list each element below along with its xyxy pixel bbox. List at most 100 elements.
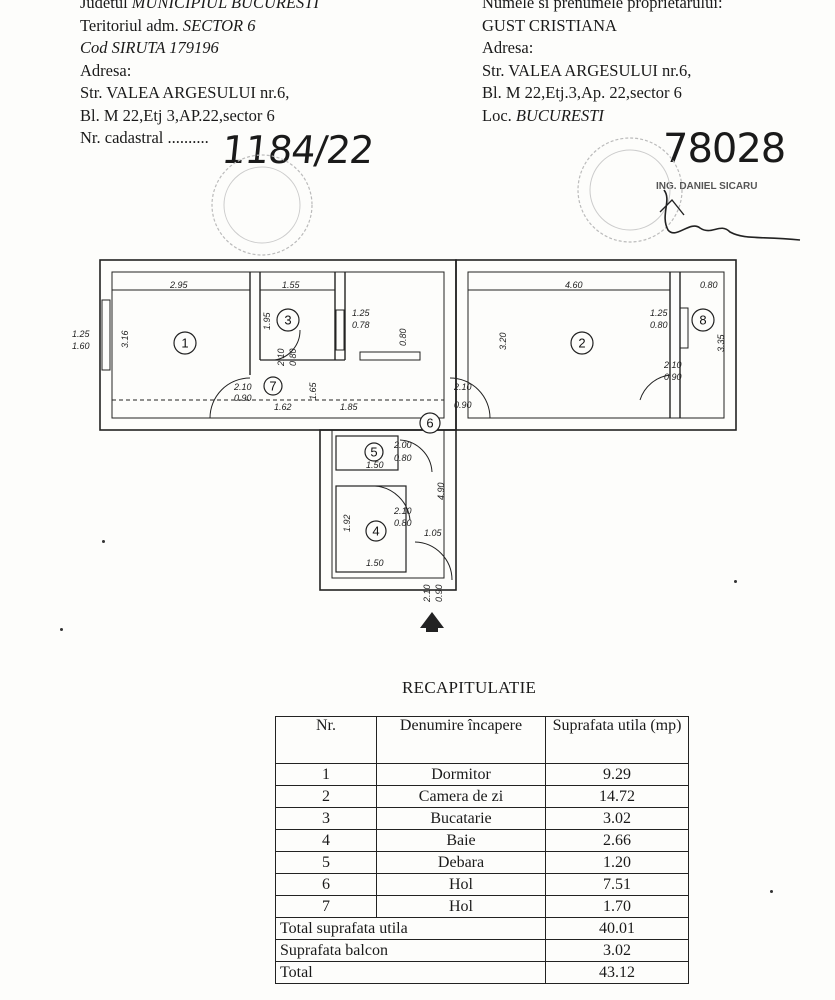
room-2-label: 2: [578, 336, 585, 351]
dim-r2-win-a: 1.25: [650, 308, 669, 318]
dim-r4-width: 1.50: [366, 558, 384, 568]
address-line-1: Str. VALEA ARGESULUI nr.6,: [80, 83, 290, 102]
address-line-2: Bl. M 22,Etj 3,AP.22,sector 6: [80, 105, 275, 125]
balcony-row: Suprafata balcon 3.02: [275, 939, 689, 962]
dim-r5-door-b: 0.80: [394, 453, 412, 463]
dim-r2-width: 4.60: [565, 280, 583, 290]
entry-arrow-icon: [420, 612, 444, 632]
room-5-label: 5: [370, 445, 377, 460]
room-7-label: 7: [269, 379, 276, 394]
dim-r3-width: 1.55: [282, 280, 301, 290]
county-line: Judetul MUNICIPIUL BUCURESTI: [80, 0, 319, 15]
scan-speck: [102, 540, 105, 543]
dim-r2-height: 3.20: [498, 332, 508, 350]
room-3-label: 3: [284, 313, 291, 328]
stamps-signature: [211, 137, 801, 256]
dim-win1-a: 1.25: [72, 329, 91, 339]
address-line-2: Bl. M 22,Etj.3,Ap. 22,sector 6: [482, 83, 682, 102]
total-useful-row: Total suprafata utila 40.01: [275, 917, 689, 940]
dim-r1-width: 2.95: [169, 280, 189, 290]
dim-r7-door-b: 0.90: [234, 393, 252, 403]
stamp-circle-right: [577, 137, 683, 243]
table-row: 3 Bucatarie 3.02: [275, 807, 689, 830]
door-arc-7: [209, 377, 251, 419]
col-nr: Nr.: [275, 716, 377, 764]
table-row: 2 Camera de zi 14.72: [275, 785, 689, 808]
total-row: Total 43.12: [275, 961, 689, 984]
address-label: Adresa:: [80, 60, 132, 80]
dim-r2-door-a: 2.10: [663, 360, 682, 370]
dim-entry-a: 2.10: [422, 584, 432, 603]
stamp-circle-left: [211, 154, 313, 256]
dim-r5-width: 1.50: [366, 460, 384, 470]
dim-r3-win-b: 0.78: [352, 320, 370, 330]
stamp-text: ING. DANIEL SICARU: [656, 181, 758, 192]
dim-r3-win-a: 1.25: [352, 308, 371, 318]
corridor-wall: [319, 429, 457, 591]
address-label: Adresa:: [482, 38, 534, 57]
door-arc-8: [639, 374, 671, 401]
dim-r4-height: 1.92: [342, 514, 352, 532]
cadastral-label: Nr. cadastral ..........: [80, 128, 209, 147]
county-value: MUNICIPIUL BUCURESTI: [131, 0, 319, 12]
dim-r3-door-b: 0.80: [288, 348, 298, 366]
dim-corridor-height: 4.90: [436, 482, 446, 500]
dim-r5-door-a: 2.00: [393, 440, 412, 450]
scan-speck: [60, 628, 63, 631]
dim-r7-door-a: 2.10: [233, 382, 252, 392]
floor-plan: 1 2 3 4 5 6 7 8 2.95 3.16 1.25 1.60 1.55…: [72, 259, 737, 632]
right-wing-outer-wall: [455, 259, 737, 431]
door-arc-2: [449, 377, 491, 419]
dim-hall-top: 0.80: [398, 328, 408, 346]
signature-icon: [663, 189, 801, 241]
locality-line: Loc. BUCURESTI: [482, 105, 604, 125]
scan-speck: [770, 890, 773, 893]
dim-r4-door-b: 0.80: [394, 518, 412, 528]
locality-value: BUCURESTI: [515, 105, 604, 125]
territory-value: SECTOR 6: [182, 15, 256, 35]
recap-table: Nr. Denumire încapere Suprafata utila (m…: [275, 716, 689, 984]
owner-label: Numele si prenumele proprietarului:: [482, 0, 723, 12]
dim-r2-door-b: 0.90: [664, 372, 682, 382]
table-row: 4 Baie 2.66: [275, 829, 689, 852]
door-arc-5: [399, 439, 433, 473]
recap-title: RECAPITULATIE: [402, 678, 537, 697]
table-header-row: Nr. Denumire încapere Suprafata utila (m…: [275, 716, 689, 764]
dim-r7-height: 1.65: [308, 381, 318, 400]
stamp-inner-left: [223, 166, 301, 244]
dim-r6-door-b: 0.90: [454, 400, 472, 410]
door-arc-entry: [414, 541, 453, 581]
dim-r3-door-a: 2.10: [276, 348, 286, 367]
dim-r2-win-b: 0.80: [650, 320, 668, 330]
door-arc-3: [274, 329, 301, 361]
dim-r3-height: 1.95: [262, 311, 272, 330]
dim-entry-b: 0.90: [434, 584, 444, 602]
territory-line: Teritoriul adm. SECTOR 6: [80, 15, 256, 35]
owner-name: GUST CRISTIANA: [482, 15, 617, 35]
door-arc-4: [374, 485, 411, 521]
table-row: 7 Hol 1.70: [275, 895, 689, 918]
siruta-line: Cod SIRUTA 179196: [80, 38, 219, 57]
header-left: Judetul MUNICIPIUL BUCURESTI Teritoriul …: [80, 0, 319, 150]
dim-r6-door-a: 2.10: [453, 382, 472, 392]
table-row: 1 Dormitor 9.29: [275, 763, 689, 786]
header-right: Numele si prenumele proprietarului: GUST…: [482, 0, 723, 127]
room-6-label: 6: [426, 416, 433, 431]
room-8-label: 8: [699, 313, 706, 328]
stamp-inner-right: [589, 149, 671, 231]
table-row: 6 Hol 7.51: [275, 873, 689, 896]
dim-win1-b: 1.60: [72, 341, 90, 351]
handwritten-number: 78028: [663, 126, 786, 172]
dim-r8-height: 3.35: [716, 333, 726, 352]
address-line-1: Str. VALEA ARGESULUI nr.6,: [482, 60, 692, 80]
dim-r7-width: 1.62: [274, 402, 292, 412]
siruta-value: 179196: [169, 38, 219, 57]
dim-r4-door-a: 2.10: [393, 506, 412, 516]
dim-hall-width: 1.85: [340, 402, 359, 412]
table-row: 5 Debara 1.20: [275, 851, 689, 874]
dim-corridor-width: 1.05: [424, 528, 443, 538]
room-4-label: 4: [372, 524, 379, 539]
dim-r1-height: 3.16: [120, 330, 130, 348]
col-area: Suprafata utila (mp): [545, 716, 689, 764]
col-name: Denumire încapere: [376, 716, 546, 764]
